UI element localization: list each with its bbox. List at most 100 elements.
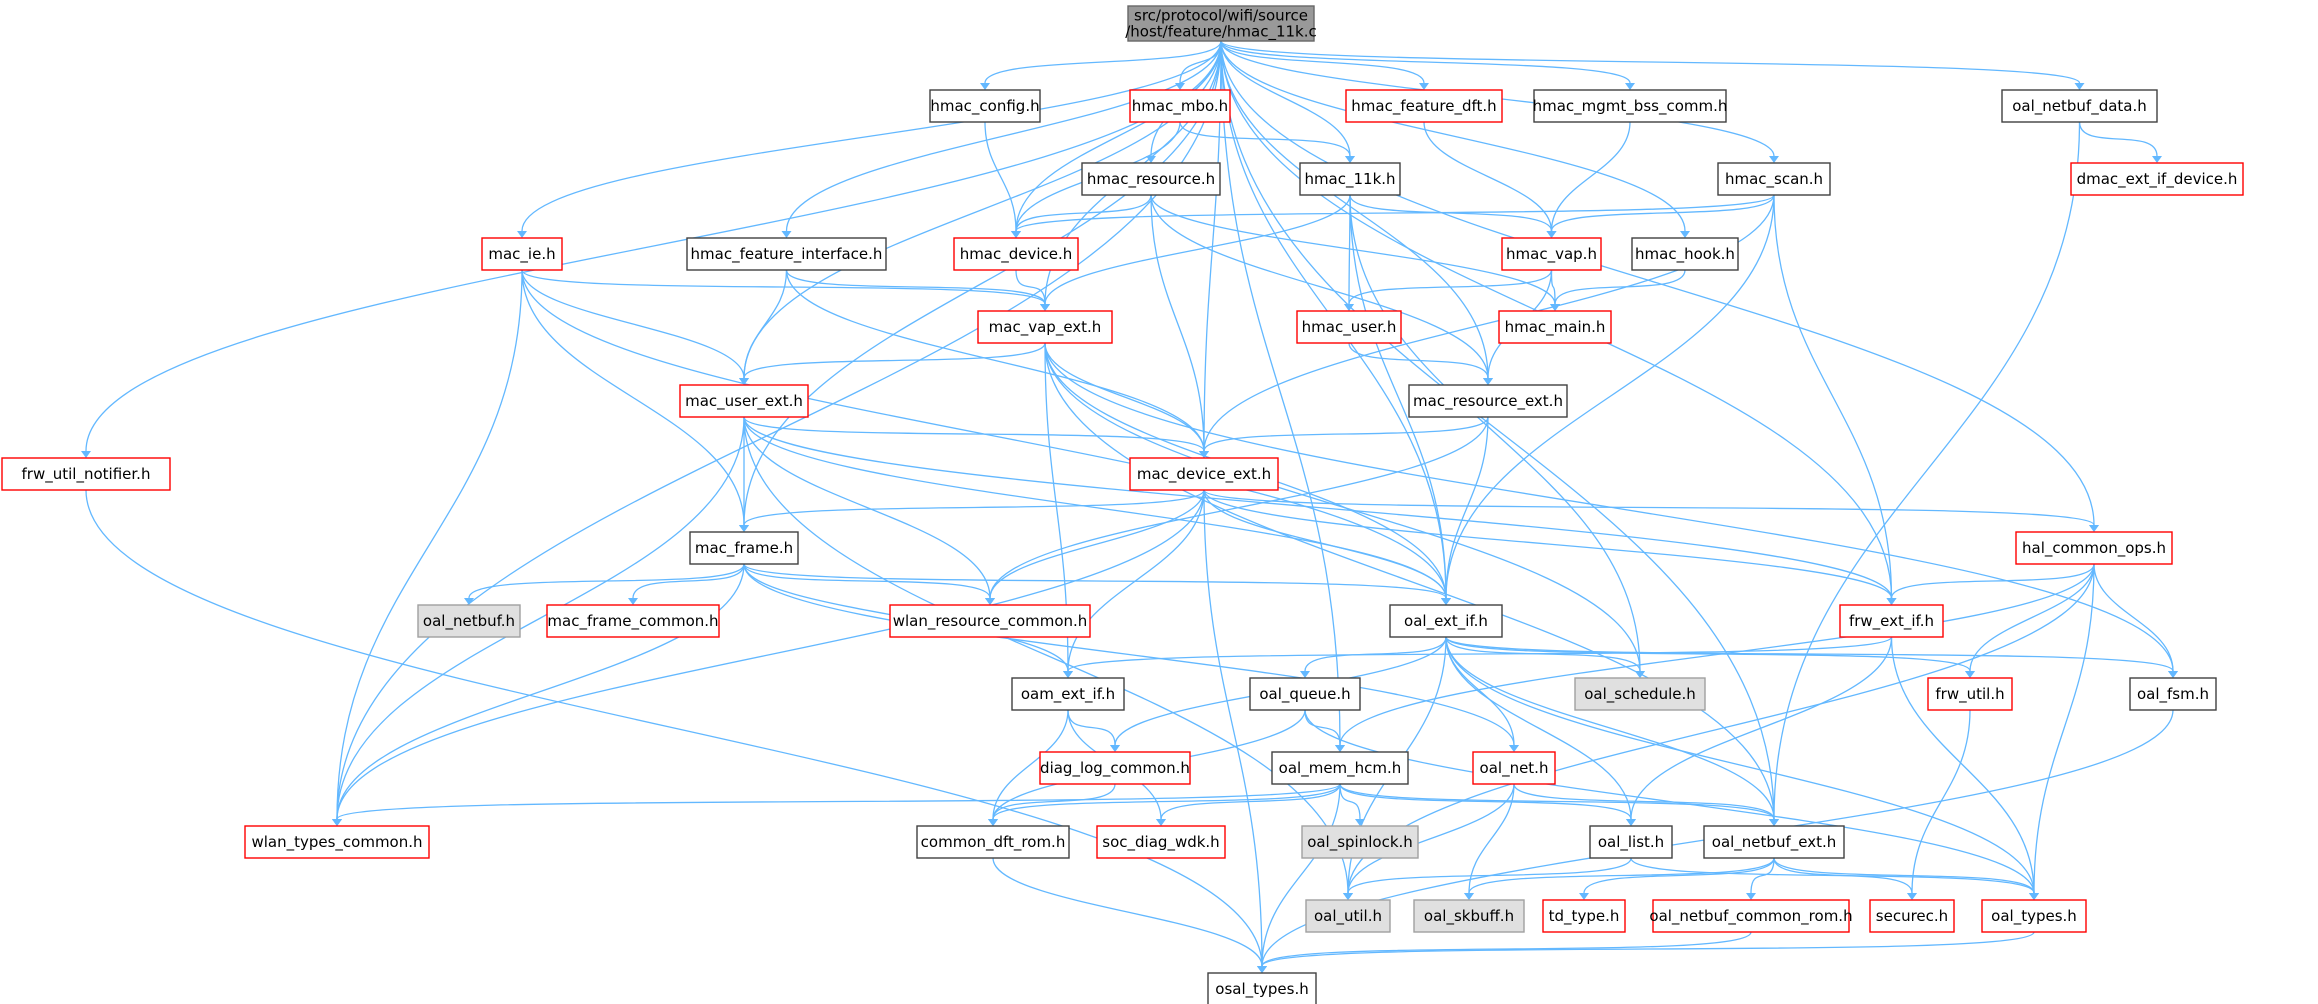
- node-hmac_device[interactable]: hmac_device.h: [953, 237, 1079, 271]
- node-box-oal_mem_hcm[interactable]: [1271, 751, 1409, 785]
- node-box-hmac_config[interactable]: [929, 89, 1041, 123]
- node-oal_netbuf_ext[interactable]: oal_netbuf_ext.h: [1703, 825, 1845, 859]
- node-box-wlan_types_common[interactable]: [244, 825, 430, 859]
- node-box-mac_resource_ext[interactable]: [1408, 384, 1568, 418]
- node-box-mac_vap_ext[interactable]: [977, 310, 1113, 344]
- node-oal_list[interactable]: oal_list.h: [1589, 825, 1673, 859]
- node-box-oal_skbuff[interactable]: [1413, 899, 1525, 933]
- node-box-mac_device_ext[interactable]: [1129, 457, 1279, 491]
- node-soc_diag_wdk[interactable]: soc_diag_wdk.h: [1096, 825, 1226, 859]
- node-box-dmac_ext_if_device[interactable]: [2070, 162, 2244, 196]
- node-box-mac_frame[interactable]: [689, 531, 799, 565]
- node-hal_common_ops[interactable]: hal_common_ops.h: [2015, 531, 2173, 565]
- node-hmac_hook[interactable]: hmac_hook.h: [1631, 237, 1739, 271]
- node-box-hmac_user[interactable]: [1296, 310, 1402, 344]
- node-mac_ie[interactable]: mac_ie.h: [481, 237, 563, 271]
- node-box-mac_ie[interactable]: [481, 237, 563, 271]
- node-hmac_11k[interactable]: hmac_11k.h: [1299, 162, 1401, 196]
- node-hmac_config[interactable]: hmac_config.h: [929, 89, 1041, 123]
- node-box-oal_queue[interactable]: [1249, 677, 1361, 711]
- node-oal_queue[interactable]: oal_queue.h: [1249, 677, 1361, 711]
- node-oal_fsm[interactable]: oal_fsm.h: [2129, 677, 2217, 711]
- node-box-frw_ext_if[interactable]: [1839, 604, 1944, 638]
- node-oal_schedule[interactable]: oal_schedule.h: [1574, 677, 1706, 711]
- node-box-hmac_11k[interactable]: [1299, 162, 1401, 196]
- node-hmac_scan[interactable]: hmac_scan.h: [1717, 162, 1831, 196]
- node-mac_user_ext[interactable]: mac_user_ext.h: [679, 384, 809, 418]
- node-oal_ext_if[interactable]: oal_ext_if.h: [1389, 604, 1503, 638]
- node-hmac_user[interactable]: hmac_user.h: [1296, 310, 1402, 344]
- node-oal_spinlock[interactable]: oal_spinlock.h: [1301, 825, 1419, 859]
- node-oal_util[interactable]: oal_util.h: [1305, 899, 1391, 933]
- node-box-hmac_scan[interactable]: [1717, 162, 1831, 196]
- node-root[interactable]: src/protocol/wifi/source/host/feature/hm…: [1125, 5, 1317, 42]
- node-diag_log_common[interactable]: diag_log_common.h: [1039, 751, 1191, 785]
- node-osal_types[interactable]: osal_types.h: [1207, 972, 1317, 1004]
- node-oal_netbuf_data[interactable]: oal_netbuf_data.h: [2001, 89, 2158, 123]
- node-box-hmac_resource[interactable]: [1081, 162, 1221, 196]
- node-box-soc_diag_wdk[interactable]: [1096, 825, 1226, 859]
- node-box-mac_frame_common[interactable]: [546, 604, 720, 638]
- node-box-hmac_mbo[interactable]: [1129, 89, 1231, 123]
- node-oal_types[interactable]: oal_types.h: [1981, 899, 2087, 933]
- node-box-oal_schedule[interactable]: [1574, 677, 1706, 711]
- node-hmac_feature_dft[interactable]: hmac_feature_dft.h: [1345, 89, 1503, 123]
- node-box-td_type[interactable]: [1542, 899, 1626, 933]
- node-oal_netbuf[interactable]: oal_netbuf.h: [417, 604, 521, 638]
- node-mac_frame_common[interactable]: mac_frame_common.h: [546, 604, 720, 638]
- node-hmac_main[interactable]: hmac_main.h: [1498, 310, 1612, 344]
- node-securec[interactable]: securec.h: [1869, 899, 1955, 933]
- node-box-securec[interactable]: [1869, 899, 1955, 933]
- node-td_type[interactable]: td_type.h: [1542, 899, 1626, 933]
- node-mac_resource_ext[interactable]: mac_resource_ext.h: [1408, 384, 1568, 418]
- node-box-wlan_resource_common[interactable]: [889, 604, 1091, 638]
- node-box-oal_netbuf[interactable]: [417, 604, 521, 638]
- node-box-hmac_hook[interactable]: [1631, 237, 1739, 271]
- node-box-hal_common_ops[interactable]: [2015, 531, 2173, 565]
- node-common_dft_rom[interactable]: common_dft_rom.h: [916, 825, 1070, 859]
- node-frw_util[interactable]: frw_util.h: [1927, 677, 2013, 711]
- node-box-common_dft_rom[interactable]: [916, 825, 1070, 859]
- node-oam_ext_if[interactable]: oam_ext_if.h: [1011, 677, 1125, 711]
- node-hmac_mgmt_bss_comm[interactable]: hmac_mgmt_bss_comm.h: [1533, 89, 1728, 123]
- node-box-oam_ext_if[interactable]: [1011, 677, 1125, 711]
- node-box-frw_util_notifier[interactable]: [1, 457, 171, 491]
- node-box-oal_ext_if[interactable]: [1389, 604, 1503, 638]
- node-mac_device_ext[interactable]: mac_device_ext.h: [1129, 457, 1279, 491]
- node-box-osal_types[interactable]: [1207, 972, 1317, 1004]
- node-box-oal_list[interactable]: [1589, 825, 1673, 859]
- node-wlan_types_common[interactable]: wlan_types_common.h: [244, 825, 430, 859]
- node-box-frw_util[interactable]: [1927, 677, 2013, 711]
- node-oal_netbuf_common_rom[interactable]: oal_netbuf_common_rom.h: [1649, 899, 1853, 933]
- node-hmac_feature_interface[interactable]: hmac_feature_interface.h: [686, 237, 887, 271]
- node-box-hmac_vap[interactable]: [1501, 237, 1602, 271]
- node-oal_net[interactable]: oal_net.h: [1472, 751, 1556, 785]
- node-box-oal_net[interactable]: [1472, 751, 1556, 785]
- node-frw_ext_if[interactable]: frw_ext_if.h: [1839, 604, 1944, 638]
- node-box-root[interactable]: [1127, 5, 1315, 42]
- node-box-hmac_feature_interface[interactable]: [686, 237, 887, 271]
- node-hmac_mbo[interactable]: hmac_mbo.h: [1129, 89, 1231, 123]
- node-mac_frame[interactable]: mac_frame.h: [689, 531, 799, 565]
- node-box-hmac_feature_dft[interactable]: [1345, 89, 1503, 123]
- node-box-diag_log_common[interactable]: [1039, 751, 1191, 785]
- node-frw_util_notifier[interactable]: frw_util_notifier.h: [1, 457, 171, 491]
- node-box-oal_netbuf_data[interactable]: [2001, 89, 2158, 123]
- node-wlan_resource_common[interactable]: wlan_resource_common.h: [889, 604, 1091, 638]
- node-mac_vap_ext[interactable]: mac_vap_ext.h: [977, 310, 1113, 344]
- node-box-hmac_mgmt_bss_comm[interactable]: [1533, 89, 1727, 123]
- node-dmac_ext_if_device[interactable]: dmac_ext_if_device.h: [2070, 162, 2244, 196]
- node-oal_skbuff[interactable]: oal_skbuff.h: [1413, 899, 1525, 933]
- node-box-oal_spinlock[interactable]: [1301, 825, 1419, 859]
- node-box-hmac_main[interactable]: [1498, 310, 1612, 344]
- node-oal_mem_hcm[interactable]: oal_mem_hcm.h: [1271, 751, 1409, 785]
- node-hmac_vap[interactable]: hmac_vap.h: [1501, 237, 1602, 271]
- node-box-oal_util[interactable]: [1305, 899, 1391, 933]
- node-box-mac_user_ext[interactable]: [679, 384, 809, 418]
- node-box-hmac_device[interactable]: [953, 237, 1079, 271]
- node-box-oal_types[interactable]: [1981, 899, 2087, 933]
- node-box-oal_fsm[interactable]: [2129, 677, 2217, 711]
- node-hmac_resource[interactable]: hmac_resource.h: [1081, 162, 1221, 196]
- node-box-oal_netbuf_ext[interactable]: [1703, 825, 1845, 859]
- node-box-oal_netbuf_common_rom[interactable]: [1652, 899, 1850, 933]
